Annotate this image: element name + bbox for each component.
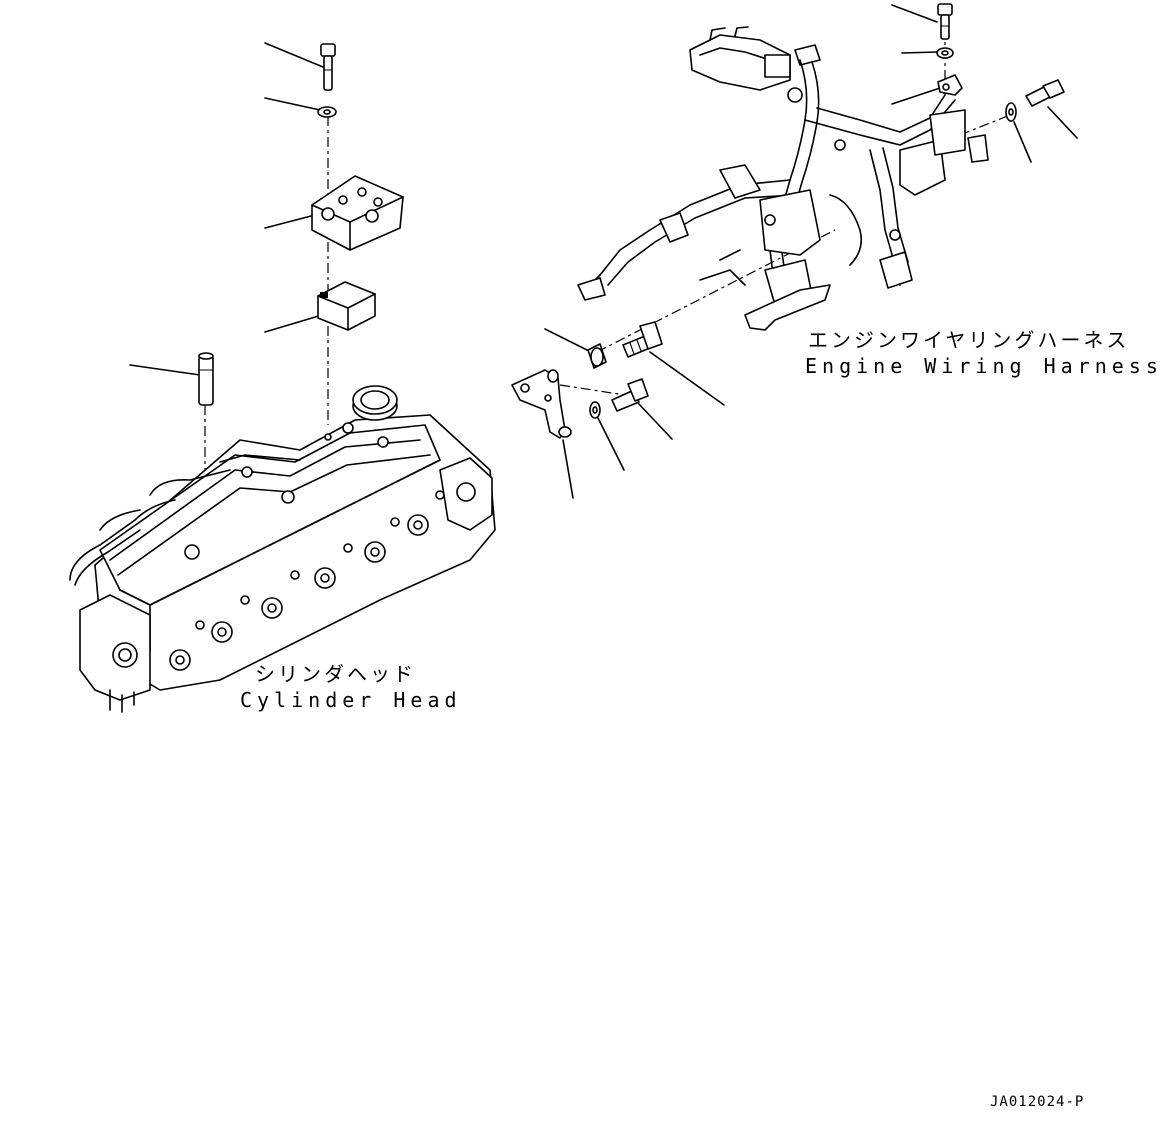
washer-side-right: [1005, 102, 1017, 122]
leader-lines: [129, 4, 1078, 499]
cylinder-head-label-jp: シリンダヘッド: [255, 662, 416, 686]
cylinder-head-label-en: Cylinder Head: [240, 688, 462, 712]
clip-bracket: [937, 74, 963, 96]
side-port-holes: [169, 489, 473, 671]
relay-block: [317, 281, 376, 331]
washer-left: [317, 106, 337, 118]
bolt-side-right: [1025, 79, 1065, 107]
flange-bolt: [622, 321, 663, 358]
harness-label-en: Engine Wiring Harness: [805, 354, 1163, 378]
clamp-nut: [587, 343, 607, 369]
cylinder-head: [69, 385, 496, 713]
harness-label-jp: エンジンワイヤリングハーネス: [808, 328, 1130, 352]
wiring-harness: [577, 26, 989, 331]
washer-right: [936, 47, 954, 59]
drawing-code: JA012024-P: [990, 1094, 1085, 1110]
bolt-top-right: [937, 3, 953, 40]
bolt-top-left: [320, 43, 336, 91]
stud-pin: [198, 352, 214, 406]
bolt-lower: [611, 378, 649, 412]
washer-lower: [589, 401, 601, 419]
harness-bracket: [511, 369, 572, 439]
relay-cover: [311, 175, 404, 251]
